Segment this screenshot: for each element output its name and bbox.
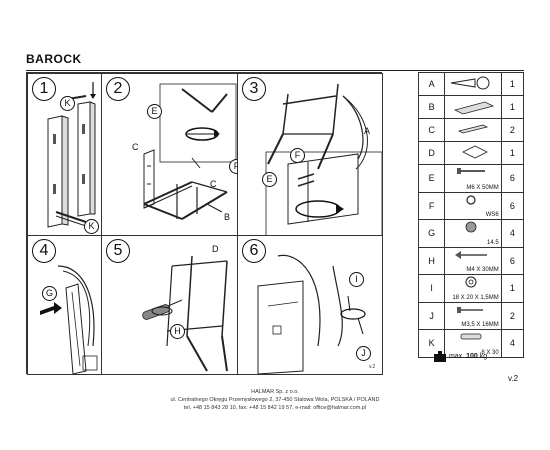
max-weight: max. 100 kg (433, 350, 487, 362)
part-quantity: 2 (500, 118, 525, 142)
part-label-h: H (170, 324, 185, 339)
step-1: 1 K K (27, 73, 103, 237)
step-2: 2 E C F C B (101, 73, 239, 237)
part-label-b: B (224, 212, 231, 222)
part-letter: B (417, 95, 446, 119)
weight-icon (434, 351, 446, 362)
footer-company: HALMAR Sp. z o.o. (251, 389, 299, 395)
part-label-f: F (290, 148, 305, 163)
max-weight-value: 100 (466, 352, 478, 360)
part-illustration: 14.5 (444, 219, 502, 248)
part-quantity: 1 (500, 72, 525, 96)
step-6-drawing: v.2 (257, 254, 376, 374)
part-illustration: WS6 (444, 191, 502, 220)
part-label-k: K (84, 219, 99, 234)
step-3: 3 A F E (237, 73, 383, 237)
part-label-e: E (262, 172, 277, 187)
step-5-drawing (142, 255, 228, 372)
step-4: 4 G (27, 235, 103, 375)
footer-contact: tel. +48 15 843 28 10, fax: +48 15 842 1… (183, 405, 367, 411)
part-size: 8 X 30 (481, 349, 499, 356)
step-number: 6 (242, 239, 266, 263)
step-number: 4 (32, 239, 56, 263)
part-quantity: 6 (500, 246, 525, 275)
part-label-e: E (147, 104, 162, 119)
step-number: 5 (106, 239, 130, 263)
part-quantity: 4 (500, 219, 525, 248)
part-illustration (444, 118, 502, 142)
part-letter: D (417, 141, 446, 165)
part-quantity: 2 (500, 301, 525, 330)
part-letter: C (417, 118, 446, 142)
part-illustration: 8 X 30 (444, 329, 502, 358)
step-5: 5 D H (101, 235, 239, 375)
part-size: M4 X 30MM (466, 267, 499, 273)
part-label-c: C (132, 142, 139, 152)
part-letter: G (417, 219, 446, 248)
part-quantity: 1 (500, 95, 525, 119)
part-quantity: 4 (500, 329, 525, 358)
part-illustration: M3,5 X 16MM (444, 301, 502, 330)
step-number: 1 (32, 77, 56, 101)
part-size: M6 X 50MM (466, 184, 499, 191)
part-letter: I (417, 274, 446, 303)
step-number: 2 (106, 77, 130, 101)
part-label-j: J (356, 346, 371, 361)
part-size: WS6 (485, 212, 499, 218)
part-illustration: 18 X 20 X 1,5MM (444, 274, 502, 303)
part-size: M3,5 X 16MM (461, 322, 499, 328)
assembly-steps: 1 K K 2 (26, 72, 383, 375)
svg-text:v.2: v.2 (369, 364, 376, 370)
part-illustration (444, 95, 502, 119)
part-label-d: D (212, 244, 219, 254)
part-illustration: M6 X 50MM (444, 164, 502, 193)
part-letter: E (417, 164, 446, 193)
part-label-f: F (229, 159, 238, 174)
part-label-k: K (60, 96, 75, 111)
max-weight-unit: kg (479, 352, 488, 360)
part-illustration (444, 72, 502, 96)
step-4-drawing (40, 265, 98, 374)
part-letter: A (417, 72, 446, 96)
part-size: 14.5 (487, 239, 499, 246)
part-illustration (444, 141, 502, 165)
document-title: BAROCK (26, 52, 82, 66)
footer-address: ul. Centralnego Okręgu Przemysłowego 2, … (170, 397, 380, 403)
part-label-g: G (42, 286, 57, 301)
version-label: v.2 (508, 374, 519, 383)
part-letter: J (417, 301, 446, 330)
title-rule (26, 70, 524, 71)
part-illustration: M4 X 30MM (444, 246, 502, 275)
part-letter: H (417, 246, 446, 275)
part-label-a: A (364, 126, 371, 136)
part-label-i: I (349, 272, 364, 287)
step-6: 6 v.2 I J (237, 235, 383, 375)
max-weight-prefix: max. (448, 352, 465, 360)
step-2-drawing (143, 83, 237, 220)
part-quantity: 1 (500, 274, 525, 303)
part-size: 18 X 20 X 1,5MM (452, 294, 499, 301)
part-label-c: C (210, 179, 217, 189)
part-quantity: 6 (500, 164, 525, 193)
part-quantity: 1 (500, 141, 525, 165)
part-letter: F (417, 191, 446, 220)
step-3-drawing (265, 83, 382, 236)
step-number: 3 (242, 77, 266, 101)
part-quantity: 6 (500, 191, 525, 220)
